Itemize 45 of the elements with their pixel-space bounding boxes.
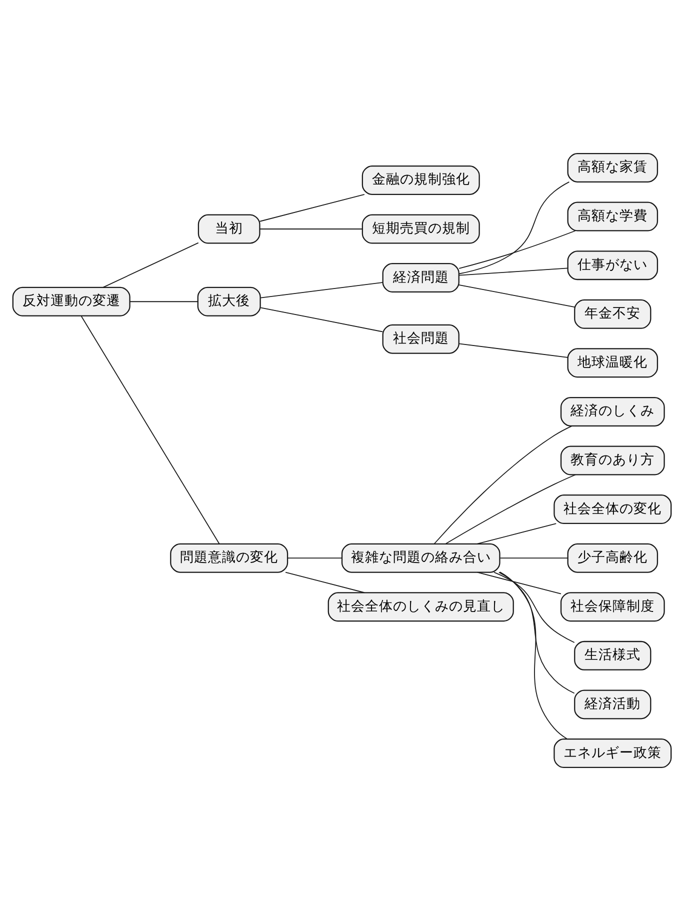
node-box: 複雑な問題の絡み合い — [341, 543, 500, 573]
connector — [500, 558, 568, 559]
connector — [458, 268, 568, 276]
connector — [129, 301, 198, 302]
node-box: 少子高齢化 — [567, 543, 658, 573]
connector — [445, 474, 576, 544]
node-box: 問題意識の変化 — [170, 543, 288, 573]
connector — [259, 228, 363, 230]
node-box: 社会全体の変化 — [554, 494, 672, 524]
node-box: 教育のあり方 — [560, 446, 665, 476]
node-box: 経済のしくみ — [560, 396, 665, 426]
connector — [285, 572, 365, 594]
node-box: 高額な学費 — [567, 202, 658, 232]
connector — [476, 523, 557, 544]
node-box: 生活様式 — [574, 640, 652, 670]
node-box: 金融の規制強化 — [362, 165, 480, 195]
node-box: 拡大後 — [197, 286, 261, 316]
connector — [434, 425, 572, 544]
node-box: 仕事がない — [567, 250, 658, 280]
node-box: 短期売買の規制 — [362, 214, 480, 244]
connector — [260, 307, 383, 332]
connector — [287, 558, 342, 559]
node-box: 経済問題 — [382, 263, 460, 293]
connector — [476, 572, 562, 594]
node-box: 社会問題 — [382, 324, 460, 354]
node-box: 社会全体のしくみの見直し — [328, 592, 514, 622]
node-box: 年金不安 — [574, 299, 652, 329]
connector — [500, 572, 568, 740]
node-box: 経済活動 — [574, 690, 652, 720]
connector — [102, 242, 199, 288]
connector — [80, 316, 220, 544]
connector — [458, 284, 576, 308]
connector — [458, 181, 570, 274]
connector — [260, 282, 383, 298]
connector — [458, 343, 568, 358]
connector — [498, 572, 575, 694]
connector — [259, 194, 365, 222]
node-box: 地球温暖化 — [567, 348, 658, 378]
node-box: 反対運動の変遷 — [12, 286, 130, 316]
node-box: 高額な家賃 — [567, 152, 658, 182]
node-box: 社会保障制度 — [560, 592, 665, 622]
connector — [494, 572, 575, 643]
connector — [458, 230, 576, 269]
node-box: エネルギー政策 — [554, 738, 672, 768]
node-box: 当初 — [198, 214, 260, 244]
